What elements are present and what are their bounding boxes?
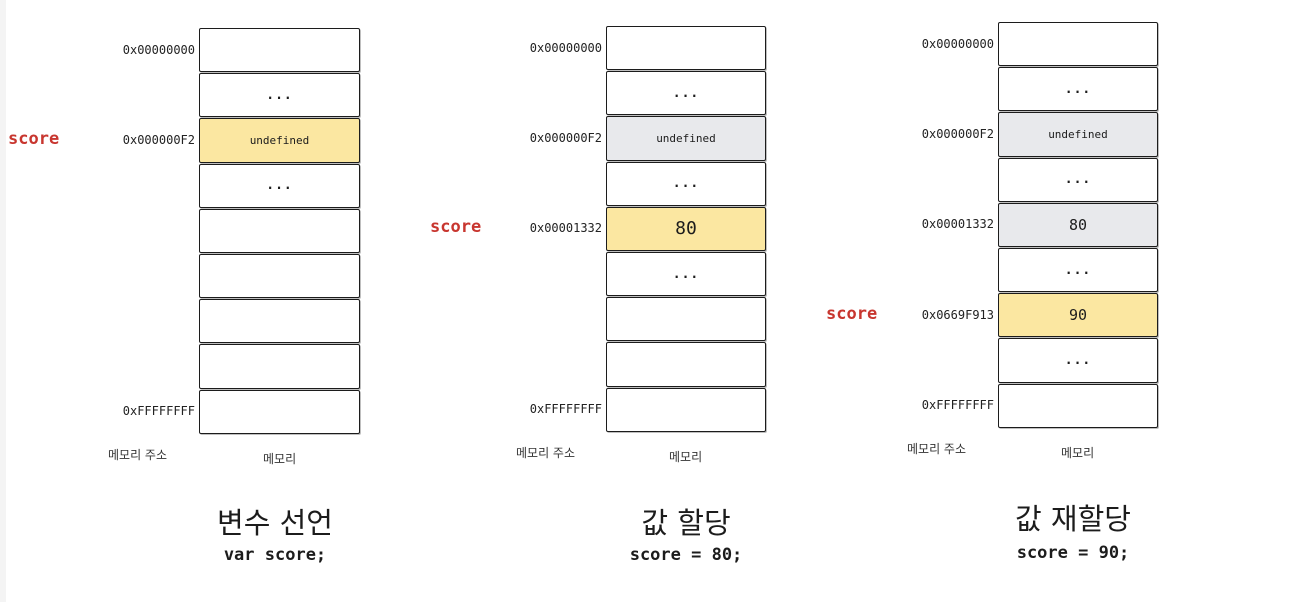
address-column-label: 메모리 주소 bbox=[516, 446, 576, 460]
address-column-label: 메모리 주소 bbox=[108, 448, 168, 462]
variable-name-label: score bbox=[430, 217, 482, 238]
memory-cell-value: ... bbox=[266, 178, 293, 194]
memory-cell bbox=[199, 389, 360, 434]
memory-cell-value: ... bbox=[672, 266, 700, 282]
variable-name-label: score bbox=[826, 303, 878, 324]
memory-cell: undefined bbox=[199, 118, 360, 163]
step-title: 변수 선언 bbox=[217, 506, 333, 540]
memory-address: 0xFFFFFFFF bbox=[529, 402, 602, 417]
memory-address: 0x0669F913 bbox=[921, 307, 994, 322]
memory-cell bbox=[606, 387, 766, 432]
memory-cell-value: 80 bbox=[675, 218, 697, 240]
memory-cell bbox=[199, 28, 360, 73]
left-edge-strip bbox=[0, 0, 6, 602]
memory-cell bbox=[199, 208, 360, 253]
memory-cell bbox=[606, 26, 766, 71]
memory-cell: ... bbox=[998, 157, 1158, 202]
memory-address: 0xFFFFFFFF bbox=[122, 404, 195, 419]
memory-cell bbox=[606, 297, 766, 342]
memory-cell-value: undefined bbox=[656, 131, 716, 145]
memory-cell bbox=[606, 342, 766, 387]
memory-cell: ... bbox=[199, 163, 360, 208]
memory-cell: 80 bbox=[606, 206, 766, 251]
memory-cell bbox=[998, 383, 1158, 428]
memory-cell-value: ... bbox=[1064, 172, 1092, 188]
memory-cell: undefined bbox=[606, 116, 766, 161]
memory-cell: undefined bbox=[998, 112, 1158, 157]
memory-column-label: 메모리 bbox=[263, 452, 297, 466]
memory-cell bbox=[199, 254, 360, 299]
memory-address: 0x000000F2 bbox=[122, 133, 195, 147]
memory-cell: 80 bbox=[998, 202, 1158, 247]
memory-cell-value: ... bbox=[672, 85, 700, 101]
memory-cell bbox=[998, 22, 1158, 67]
memory-column-label: 메모리 bbox=[1061, 446, 1095, 460]
memory-cell-value: 80 bbox=[1068, 215, 1088, 234]
step-code: score = 90; bbox=[1016, 543, 1130, 563]
memory-cell: ... bbox=[606, 161, 766, 206]
memory-address: 0x00000000 bbox=[921, 36, 994, 51]
memory-address: 0x00000000 bbox=[122, 42, 195, 57]
memory-address: 0x000000F2 bbox=[921, 127, 994, 141]
step-code: score = 80; bbox=[629, 545, 743, 565]
memory-cell-value: ... bbox=[1064, 352, 1092, 368]
memory-cell-value: undefined bbox=[249, 133, 310, 147]
memory-cell: 90 bbox=[998, 293, 1158, 338]
memory-cell-value: ... bbox=[266, 87, 293, 103]
memory-column-label: 메모리 bbox=[669, 450, 703, 464]
memory-cell-value: ... bbox=[1064, 81, 1092, 97]
memory-address: 0x00001332 bbox=[921, 217, 994, 232]
memory-cell-value: undefined bbox=[1048, 127, 1108, 141]
memory-cell: ... bbox=[998, 248, 1158, 293]
memory-address: 0x00000000 bbox=[529, 40, 602, 55]
memory-cell: ... bbox=[199, 73, 360, 118]
step-code: var score; bbox=[223, 545, 327, 565]
step-title: 값 할당 bbox=[641, 506, 731, 540]
memory-address: 0x00001332 bbox=[529, 221, 602, 236]
memory-cell: ... bbox=[998, 67, 1158, 112]
memory-address: 0xFFFFFFFF bbox=[921, 398, 994, 413]
address-column-label: 메모리 주소 bbox=[907, 442, 967, 456]
memory-cell bbox=[199, 344, 360, 389]
memory-cell: ... bbox=[606, 71, 766, 116]
memory-cell: ... bbox=[606, 252, 766, 297]
memory-cell bbox=[199, 299, 360, 344]
variable-name-label: score bbox=[8, 129, 60, 149]
memory-cell: ... bbox=[998, 338, 1158, 383]
step-title: 값 재할당 bbox=[1015, 502, 1131, 536]
memory-cell-value: ... bbox=[672, 176, 700, 192]
memory-cell-value: 90 bbox=[1068, 306, 1088, 325]
memory-address: 0x000000F2 bbox=[529, 131, 602, 145]
memory-cell-value: ... bbox=[1064, 262, 1092, 278]
